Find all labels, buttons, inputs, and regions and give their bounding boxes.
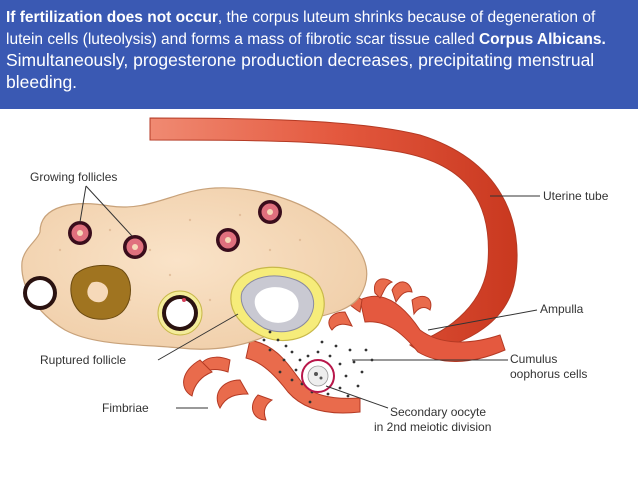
corpus-albicans-center — [87, 281, 109, 303]
follicle-4 — [258, 200, 282, 224]
caption-text-part-2: Simultaneously, progesterone production … — [6, 50, 595, 92]
caption-bold-intro: If fertilization does not occur — [6, 9, 218, 26]
caption-bold-term: Corpus Albicans. — [478, 31, 606, 48]
follicle-3 — [216, 228, 240, 252]
label-ampulla: Ampulla — [540, 302, 584, 316]
secondary-oocyte — [301, 359, 335, 393]
label-oocyte-line2: in 2nd meiotic division — [374, 420, 491, 434]
label-oocyte-line1: Secondary oocyte — [390, 405, 486, 419]
label-cumulus-line1: Cumulus — [510, 352, 557, 366]
leader-lines — [79, 185, 540, 409]
label-ruptured-follicle: Ruptured follicle — [40, 353, 126, 367]
label-uterine-tube: Uterine tube — [543, 189, 609, 203]
follicle-2 — [123, 235, 147, 259]
label-growing-follicles: Growing follicles — [30, 170, 117, 184]
caption-text: If fertilization does not occur, the cor… — [6, 7, 630, 94]
cumulus-cells — [262, 330, 374, 404]
ampulla — [359, 295, 506, 362]
antral-follicle-center — [157, 290, 203, 336]
fimbriae — [183, 278, 432, 421]
follicle-1 — [68, 221, 92, 245]
caption-banner: If fertilization does not occur, the cor… — [0, 0, 638, 109]
ruptured-follicle — [230, 266, 325, 342]
growing-follicles — [68, 200, 282, 259]
label-fimbriae: Fimbriae — [102, 401, 149, 415]
label-cumulus-line2: oophorus cells — [510, 367, 587, 381]
ovulation-diagram: Growing follicles Uterine tube Ampulla R… — [21, 117, 609, 434]
caption-text-part-1: , the corpus luteum shrinks because of d… — [6, 9, 596, 48]
antral-follicle-left — [23, 276, 57, 310]
